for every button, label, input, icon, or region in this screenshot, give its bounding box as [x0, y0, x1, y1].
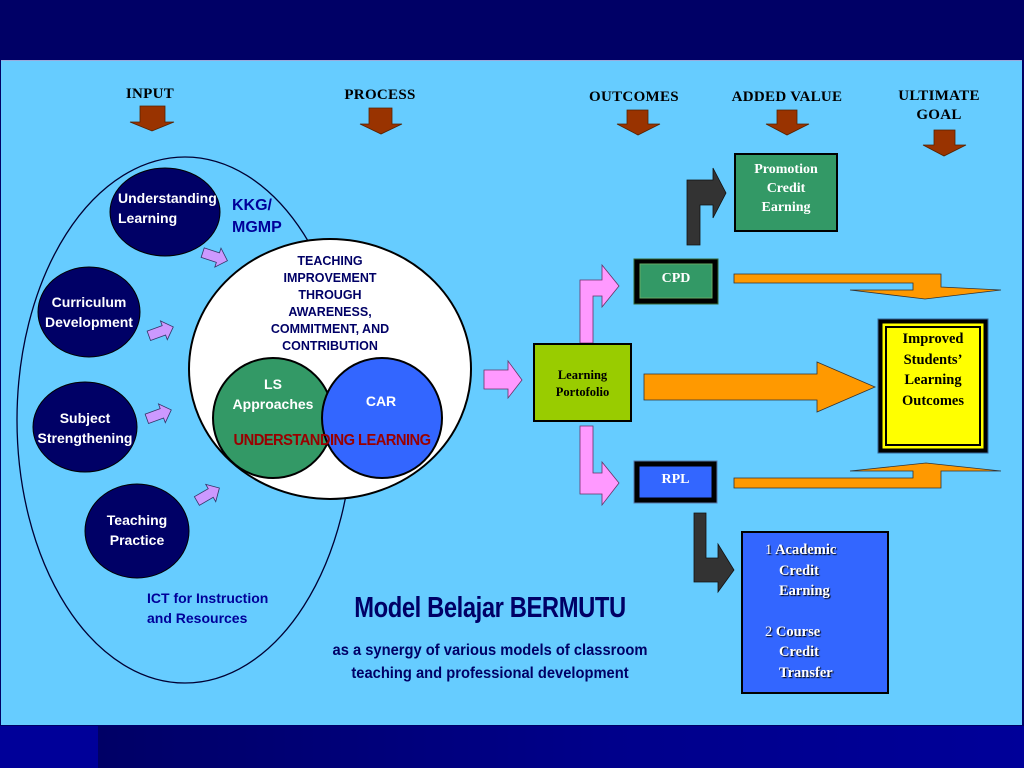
input-label-line2: Practice	[109, 532, 165, 548]
input-subject-strengthening: Subject Strengthening	[33, 408, 137, 448]
item-line1: Academic	[775, 542, 837, 558]
input-label-line2: Strengthening	[37, 430, 133, 446]
down-arrow-icon	[359, 107, 403, 135]
item-number: 1	[765, 542, 773, 558]
portfolio-line1: Learning	[557, 368, 608, 382]
ict-line1: ICT for Instruction	[147, 590, 269, 606]
oval-curriculum-development	[37, 266, 141, 358]
learning-portfolio-label: Learning Portofolio	[534, 367, 631, 401]
academic-item-2-line2: Credit	[779, 644, 820, 660]
promotion-credit-box	[734, 153, 838, 232]
input-understanding-learning: Understanding Learning	[106, 188, 218, 228]
rpl-box-inner	[638, 465, 713, 499]
dark-bent-down-arrow-icon	[693, 512, 735, 594]
academic-item-1-line2: Credit	[779, 562, 820, 579]
subtitle-line2: teaching and professional development	[351, 665, 629, 682]
small-right-arrow-icon	[144, 403, 172, 424]
pink-bent-up-arrow-icon	[579, 263, 620, 344]
down-arrow-icon	[765, 109, 810, 136]
header-ultimate-goal-line2: GOAL	[916, 107, 962, 123]
goal-line4: Outcomes	[901, 392, 964, 409]
goal-line1: Improved	[902, 331, 964, 347]
car-circle	[321, 357, 443, 479]
promotion-credit-label: Promotion Credit Earning	[735, 160, 837, 217]
process-description: TEACHING IMPROVEMENT THROUGH AWARENESS, …	[250, 253, 410, 355]
academic-credit-list: 1 Academic Credit Earning 2 Course Credi…	[765, 540, 885, 683]
orange-arrow-cpd-to-goal-icon	[733, 273, 1002, 300]
cpd-label: CPD	[661, 271, 691, 286]
process-line: THROUGH	[298, 288, 362, 302]
header-ultimate-goal-line1: ULTIMATE	[898, 88, 980, 104]
promotion-line1: Promotion	[754, 162, 818, 177]
input-label-line2: Learning	[118, 210, 178, 226]
car-label: CAR	[365, 393, 397, 409]
down-arrow-icon	[129, 105, 175, 132]
header-input: INPUT	[125, 86, 175, 102]
academic-item-1-line3: Earning	[779, 583, 830, 599]
academic-credit-box	[741, 531, 889, 694]
input-label-line1: Teaching	[106, 512, 168, 528]
academic-item-1: 1 Academic	[765, 540, 885, 561]
small-right-arrow-icon	[193, 483, 220, 506]
header-process: PROCESS	[344, 87, 416, 103]
subtitle-line1: as a synergy of various models of classr…	[332, 642, 648, 659]
item-number: 2	[765, 623, 773, 640]
small-right-arrow-icon	[200, 247, 228, 268]
kkg-mgmp-label: KKG/ MGMP	[232, 195, 282, 239]
bottom-frame-bar	[0, 726, 1024, 768]
header-outcomes: OUTCOMES	[589, 89, 679, 105]
promotion-line3: Earning	[761, 200, 811, 215]
rpl-label: RPL	[661, 472, 690, 487]
ls-line1: LS	[264, 376, 282, 392]
ict-line2: and Resources	[147, 610, 248, 626]
cpd-box-inner	[639, 263, 713, 299]
process-line: AWARENESS,	[288, 305, 372, 319]
kkg-line1: KKG/	[232, 197, 272, 214]
input-label-line2: Development	[45, 314, 133, 330]
promotion-line2: Credit	[766, 181, 806, 196]
input-label-line1: Subject	[59, 410, 111, 426]
slide-title: Model Belajar BERMUTU	[354, 592, 626, 624]
process-line: IMPROVEMENT	[283, 271, 377, 285]
header-added-value: ADDED VALUE	[731, 89, 843, 105]
dark-bent-up-arrow-icon	[686, 167, 727, 246]
goal-box-inner	[885, 326, 981, 446]
input-curriculum-development: Curriculum Development	[38, 292, 140, 332]
academic-item-2: 2 Course	[765, 622, 885, 643]
academic-item-2-line3: Transfer	[779, 664, 833, 681]
oval-understanding-learning	[109, 167, 221, 257]
down-arrow-icon	[922, 129, 967, 157]
header-ultimate-goal: ULTIMATE GOAL	[880, 87, 998, 125]
orange-big-right-arrow-icon	[643, 361, 877, 413]
input-teaching-practice: Teaching Practice	[86, 510, 188, 550]
kkg-line2: MGMP	[232, 219, 282, 236]
ls-approaches-label: LS Approaches	[222, 374, 324, 414]
oval-subject-strengthening	[32, 381, 138, 473]
oval-teaching-practice	[84, 483, 190, 579]
orange-arrow-rpl-to-goal-icon	[733, 462, 1002, 489]
pink-right-arrow-icon	[483, 359, 523, 400]
input-label-line1: Understanding	[118, 190, 217, 206]
pink-bent-down-arrow-icon	[579, 425, 620, 507]
portfolio-line2: Portofolio	[555, 385, 610, 399]
input-label-line1: Curriculum	[51, 294, 127, 310]
process-line: CONTRIBUTION	[282, 339, 378, 353]
item-line1: Course	[775, 623, 821, 640]
process-line: TEACHING	[297, 254, 363, 268]
process-line: COMMITMENT, AND	[270, 322, 390, 336]
top-frame-bar	[0, 0, 1024, 58]
ict-label: ICT for Instruction and Resources	[147, 588, 268, 628]
goal-line2: Students’	[903, 351, 963, 368]
ls-line2: Approaches	[232, 396, 314, 412]
improved-outcomes-label: Improved Students’ Learning Outcomes	[886, 329, 980, 411]
down-arrow-icon	[616, 109, 661, 136]
learning-portfolio-box	[533, 343, 632, 422]
goal-line3: Learning	[904, 372, 962, 388]
understanding-learning-label: UNDERSTANDING LEARNING	[233, 432, 431, 449]
spacer	[765, 602, 885, 622]
small-right-arrow-icon	[146, 320, 174, 341]
slide-subtitle: as a synergy of various models of classr…	[290, 639, 690, 685]
